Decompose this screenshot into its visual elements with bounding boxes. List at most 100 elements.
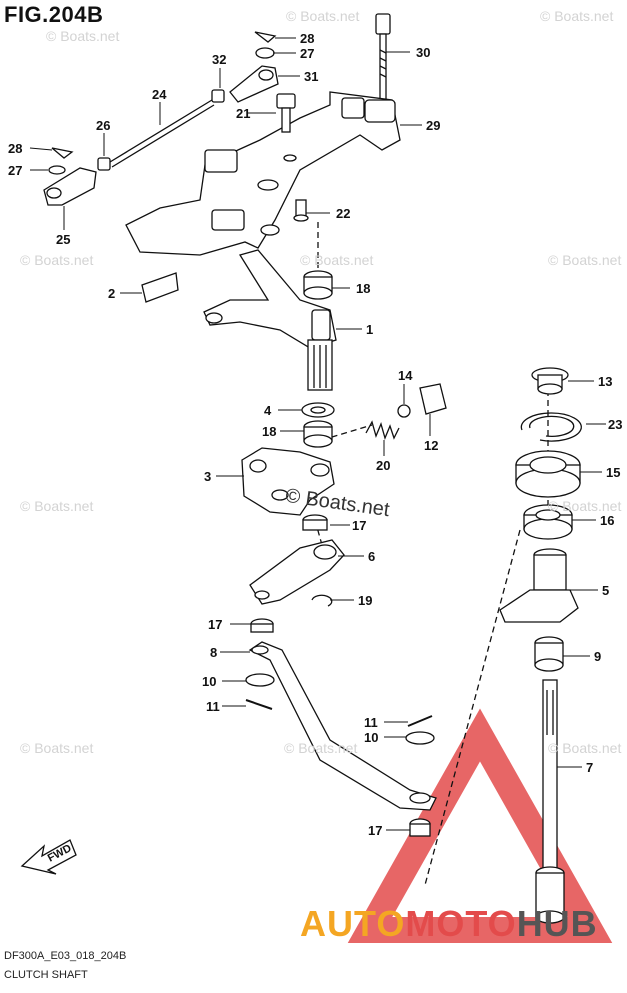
part-13-plug bbox=[531, 367, 569, 395]
callout-17-low: 17 bbox=[208, 617, 222, 632]
part-8-link bbox=[248, 641, 437, 811]
parts-linework bbox=[20, 13, 582, 924]
part-1-lever bbox=[203, 249, 337, 391]
figure-code: DF300A_E03_018_204B bbox=[4, 950, 127, 962]
watermark: © Boats.net bbox=[548, 252, 622, 268]
part-30-bolt bbox=[375, 13, 391, 105]
part-10-washer-left bbox=[245, 673, 275, 687]
callout-2: 2 bbox=[108, 286, 115, 301]
part-24-rod bbox=[109, 99, 215, 168]
part-11-pin-left bbox=[245, 699, 273, 710]
part-20-spring bbox=[365, 420, 400, 440]
part-5-housing bbox=[499, 548, 579, 623]
part-6-arm bbox=[249, 539, 345, 605]
watermark: © Boats.net bbox=[46, 28, 120, 44]
brand-part-3: HUB bbox=[516, 903, 598, 944]
leader-lines bbox=[29, 37, 606, 831]
watermark: © Boats.net bbox=[540, 8, 614, 24]
part-31-rod-end bbox=[229, 65, 279, 103]
watermark: © Boats.net bbox=[286, 8, 360, 24]
callout-9: 9 bbox=[594, 649, 601, 664]
watermark: © Boats.net bbox=[548, 498, 622, 514]
part-9-bushing bbox=[534, 636, 564, 672]
part-25-rod-end bbox=[43, 167, 97, 206]
callout-18-top: 18 bbox=[356, 281, 370, 296]
watermark: © Boats.net bbox=[284, 740, 358, 756]
callout-28-left: 28 bbox=[8, 141, 22, 156]
centerline-4 bbox=[424, 529, 521, 886]
callout-15: 15 bbox=[606, 465, 620, 480]
part-19-e-clip bbox=[311, 594, 333, 607]
callout-18-mid: 18 bbox=[262, 424, 276, 439]
part-18-bushing-mid bbox=[303, 420, 333, 448]
callout-17-bottom: 17 bbox=[368, 823, 382, 838]
watermark: © Boats.net bbox=[300, 252, 374, 268]
part-32-nut bbox=[211, 89, 225, 103]
part-28-clip-top bbox=[254, 31, 277, 43]
callout-10-left: 10 bbox=[202, 674, 216, 689]
watermark: © Boats.net bbox=[20, 252, 94, 268]
brand-part-1: AUTO bbox=[300, 903, 406, 944]
callout-27: 27 bbox=[300, 46, 314, 61]
part-2-clip bbox=[141, 272, 179, 303]
part-29-bracket bbox=[125, 91, 401, 256]
part-17-bushing-bottom bbox=[409, 818, 431, 837]
brand-wordmark: AUTOMOTOHUB bbox=[300, 903, 598, 945]
figure-title: FIG.204B bbox=[4, 2, 104, 27]
part-7-shaft bbox=[535, 679, 565, 924]
part-4-washer bbox=[301, 402, 335, 418]
callout-13: 13 bbox=[598, 374, 612, 389]
part-14-ball bbox=[397, 404, 411, 418]
callout-21: 21 bbox=[236, 106, 250, 121]
part-27-washer-left bbox=[48, 165, 66, 175]
callout-3: 3 bbox=[204, 469, 211, 484]
part-18-bushing-top bbox=[303, 270, 333, 300]
part-23-snap-ring bbox=[520, 412, 582, 442]
callout-32: 32 bbox=[212, 52, 226, 67]
callout-16: 16 bbox=[600, 513, 614, 528]
centerline-3 bbox=[321, 424, 373, 441]
callout-20: 20 bbox=[376, 458, 390, 473]
part-28-clip-left bbox=[51, 147, 74, 159]
callout-23: 23 bbox=[608, 417, 622, 432]
part-21-screw bbox=[276, 93, 296, 133]
callout-11-right: 11 bbox=[364, 715, 378, 730]
callout-6: 6 bbox=[368, 549, 375, 564]
callout-14: 14 bbox=[398, 368, 413, 383]
callout-7: 7 bbox=[586, 760, 593, 775]
callout-11-left: 11 bbox=[206, 699, 220, 714]
callout-8: 8 bbox=[210, 645, 217, 660]
part-10-washer-right bbox=[405, 731, 435, 745]
callout-1: 1 bbox=[366, 322, 373, 337]
callout-25: 25 bbox=[56, 232, 70, 247]
callout-28: 28 bbox=[300, 31, 314, 46]
callout-24: 24 bbox=[152, 87, 167, 102]
part-12-sleeve bbox=[419, 383, 447, 415]
callout-31: 31 bbox=[304, 69, 318, 84]
callout-27-left: 27 bbox=[8, 163, 22, 178]
callout-19: 19 bbox=[358, 593, 372, 608]
callout-30: 30 bbox=[416, 45, 430, 60]
fwd-arrow-icon bbox=[20, 839, 77, 875]
callout-29: 29 bbox=[426, 118, 440, 133]
part-15-bearing bbox=[515, 450, 581, 498]
callout-26: 26 bbox=[96, 118, 110, 133]
callout-17-mid: 17 bbox=[352, 518, 366, 533]
part-17-bushing-low bbox=[250, 618, 274, 633]
part-27-washer-top bbox=[255, 47, 275, 59]
part-11-pin-right bbox=[407, 715, 433, 727]
callout-10-right: 10 bbox=[364, 730, 378, 745]
callout-5: 5 bbox=[602, 583, 609, 598]
figure-caption: CLUTCH SHAFT bbox=[4, 969, 88, 981]
part-3-housing bbox=[241, 447, 335, 516]
callout-12: 12 bbox=[424, 438, 438, 453]
watermark: © Boats.net bbox=[548, 740, 622, 756]
watermark: © Boats.net bbox=[20, 498, 94, 514]
brand-part-2: MOTO bbox=[405, 903, 517, 944]
part-26-nut bbox=[97, 157, 111, 171]
part-17-bushing-mid bbox=[302, 514, 328, 531]
watermark: © Boats.net bbox=[20, 740, 94, 756]
part-16-seal bbox=[523, 504, 573, 540]
